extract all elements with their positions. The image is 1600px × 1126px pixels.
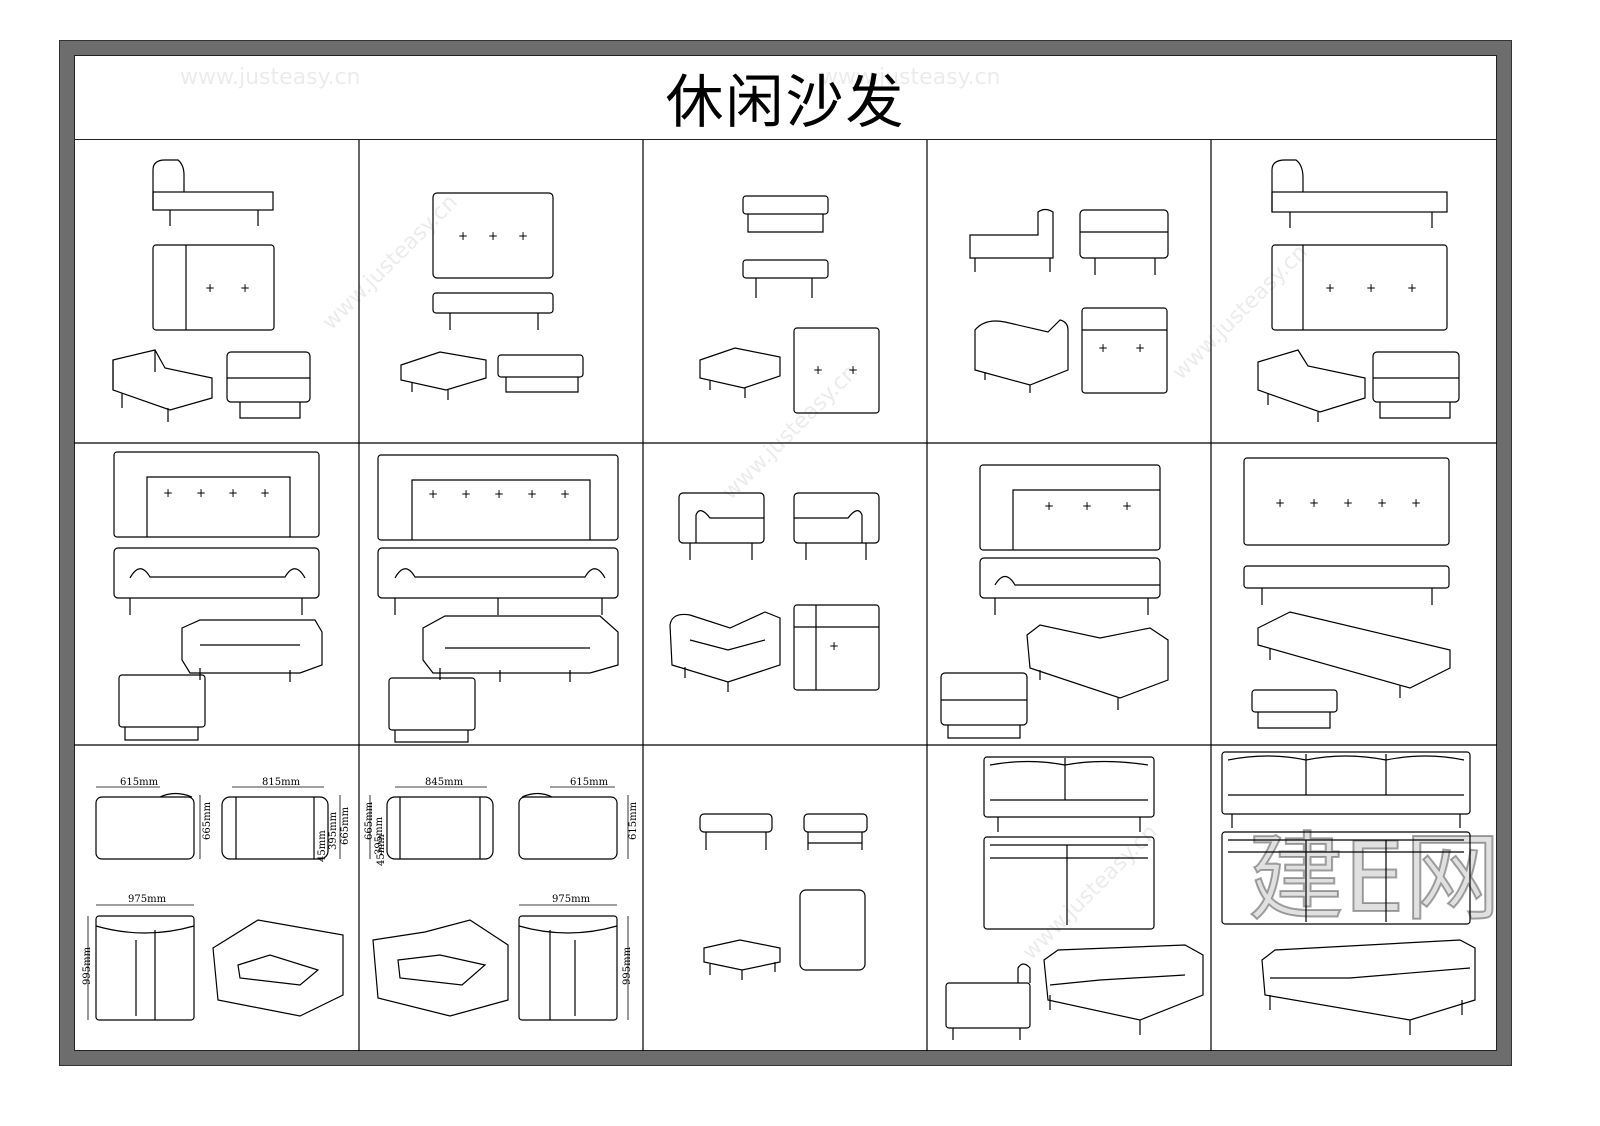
svg-text:+: +	[196, 486, 206, 500]
dim-label-395-left: 395mm	[328, 811, 339, 850]
cell-r3c1	[87, 786, 344, 1021]
sheet-title: 休闲沙发	[665, 68, 906, 136]
cell-r1c2: + + +	[400, 192, 584, 400]
dim-label-975-right: 975mm	[552, 894, 591, 905]
drawing-sheet	[74, 55, 1497, 1051]
cell-r1c3: + +	[699, 195, 880, 414]
dim-label-45-right: 45mm	[376, 834, 387, 866]
svg-text:+: +	[1122, 499, 1132, 513]
dim-label-665-left: 665mm	[202, 801, 213, 840]
dim-label-995-right: 995mm	[622, 946, 633, 985]
dim-label-615-left: 615mm	[120, 777, 159, 788]
dim-label-395-right: 395mm	[374, 816, 385, 855]
dim-label-615-right: 615mm	[570, 777, 609, 788]
grid-lines	[74, 140, 1497, 1051]
svg-text:+: +	[1325, 281, 1335, 295]
svg-text:+: +	[163, 486, 173, 500]
svg-text:+: +	[1411, 496, 1421, 510]
dim-label-45-left: 45mm	[317, 830, 328, 862]
cell-r3c5	[1221, 751, 1476, 1035]
cell-r2c1: + + + +	[113, 451, 323, 741]
svg-text:+: +	[848, 363, 858, 377]
svg-text:+: +	[1044, 499, 1054, 513]
svg-text:+: +	[458, 229, 468, 243]
dim-label-845: 845mm	[425, 777, 464, 788]
title-band: 休闲沙发	[74, 55, 1497, 140]
svg-text:+: +	[494, 487, 504, 501]
svg-text:+: +	[813, 363, 823, 377]
svg-text:+: +	[527, 487, 537, 501]
svg-text:+: +	[240, 281, 250, 295]
svg-text:+: +	[428, 487, 438, 501]
svg-text:+: +	[461, 487, 471, 501]
dim-label-975-left: 975mm	[128, 894, 167, 905]
svg-text:+: +	[1082, 499, 1092, 513]
cell-r3c2	[369, 786, 629, 1021]
svg-text:+: +	[260, 486, 270, 500]
svg-text:+: +	[1407, 281, 1417, 295]
dim-label-815: 815mm	[262, 777, 301, 788]
cell-r2c3: +	[669, 492, 880, 692]
cell-r1c4: + +	[969, 208, 1169, 394]
svg-text:+: +	[1343, 496, 1353, 510]
cell-r3c3	[699, 813, 868, 980]
dim-label-665-mid: 665mm	[340, 806, 351, 845]
svg-text:+: +	[1366, 281, 1376, 295]
dim-label-615-vertical: 615mm	[628, 801, 639, 840]
svg-text:+: +	[228, 486, 238, 500]
cell-r1c5: + + +	[1257, 159, 1460, 422]
svg-text:+: +	[1309, 496, 1319, 510]
svg-text:+: +	[205, 281, 215, 295]
dim-label-995-left: 995mm	[82, 946, 93, 985]
cell-r1c1: + +	[112, 159, 311, 422]
svg-text:+: +	[518, 229, 528, 243]
dim-label-665-right: 665mm	[364, 801, 375, 840]
svg-text:+: +	[1275, 496, 1285, 510]
cell-r3c4	[945, 756, 1204, 1040]
cell-r2c5: + + + + +	[1243, 457, 1451, 729]
svg-text:+: +	[1098, 341, 1108, 355]
svg-text:+: +	[560, 487, 570, 501]
svg-text:+: +	[1135, 341, 1145, 355]
cell-r2c2: + + + + +	[377, 454, 619, 743]
svg-text:+: +	[1377, 496, 1387, 510]
svg-text:+: +	[829, 639, 839, 653]
svg-text:+: +	[488, 229, 498, 243]
cell-r2c4: + + +	[940, 464, 1169, 739]
